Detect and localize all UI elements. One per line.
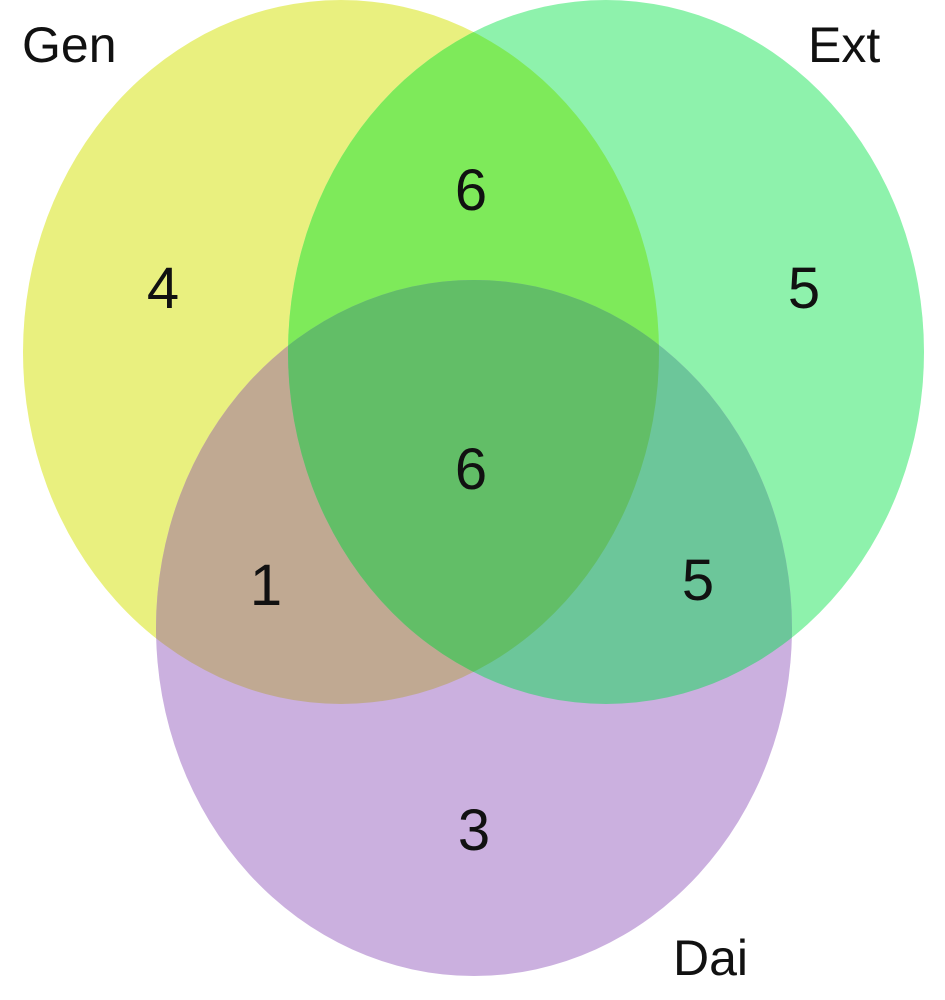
- count-ext-only: 5: [788, 256, 820, 321]
- set-label-dai: Dai: [673, 930, 748, 986]
- count-gen-ext: 6: [455, 158, 487, 223]
- count-all: 6: [455, 437, 487, 502]
- overlap-all: [288, 280, 659, 704]
- count-gen-dai: 1: [250, 553, 282, 618]
- count-ext-dai: 5: [682, 548, 714, 613]
- count-gen-only: 4: [147, 256, 179, 321]
- count-dai-only: 3: [458, 798, 490, 863]
- set-label-gen: Gen: [22, 17, 117, 73]
- set-label-ext: Ext: [808, 17, 880, 73]
